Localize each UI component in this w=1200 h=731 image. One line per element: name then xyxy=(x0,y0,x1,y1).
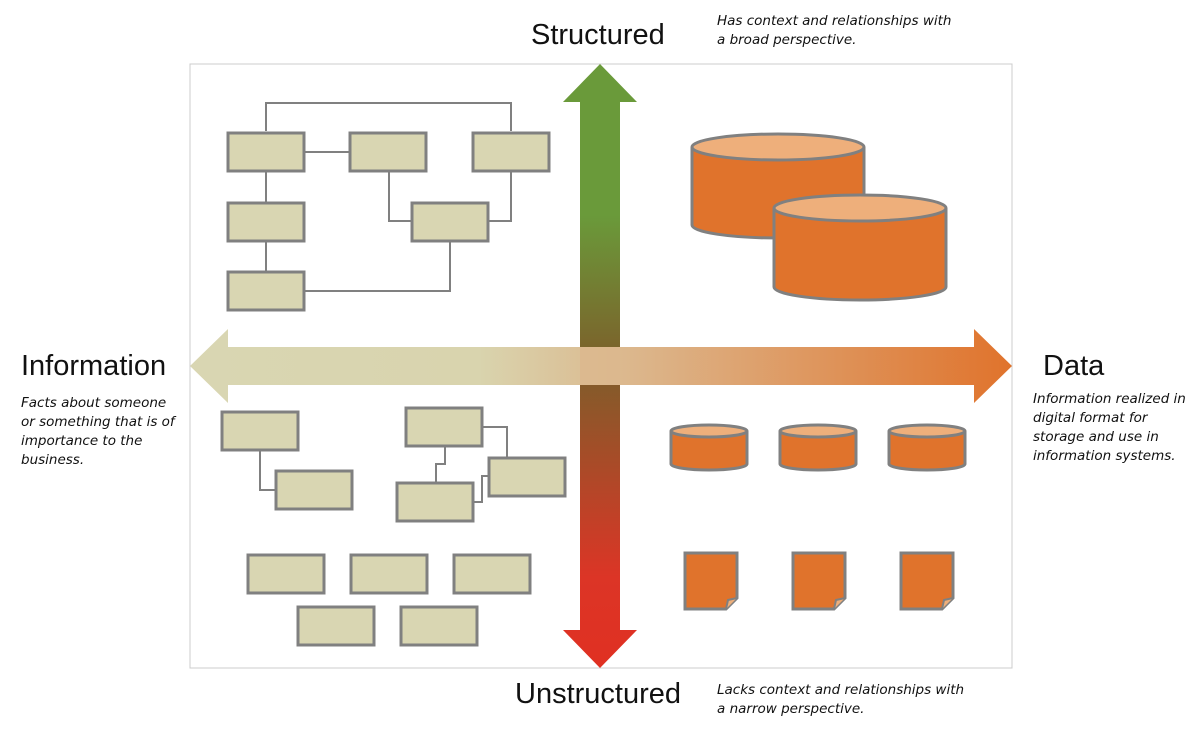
node-box xyxy=(399,605,479,647)
description-line: or something that is of xyxy=(21,414,175,430)
database-icon xyxy=(778,423,858,472)
node-box xyxy=(471,131,551,173)
node-box xyxy=(348,131,428,173)
data-description: Information realized in digital format f… xyxy=(1033,390,1186,466)
description-line: storage and use in xyxy=(1033,429,1159,445)
unstructured-description: Lacks context and relationships with a n… xyxy=(717,681,964,719)
node-box xyxy=(220,410,300,452)
database-icon xyxy=(669,423,749,472)
axis-intersection xyxy=(580,347,620,385)
structured-description: Has context and relationships with a bro… xyxy=(717,12,951,50)
description-line: importance to the xyxy=(21,433,143,449)
database-icon xyxy=(887,423,967,472)
description-line: a narrow perspective. xyxy=(717,701,865,717)
structured-label: Structured xyxy=(531,19,665,51)
description-line: information systems. xyxy=(1033,448,1176,464)
node-box xyxy=(246,553,326,595)
unstructured-boxes xyxy=(220,406,567,647)
node-box xyxy=(226,270,306,312)
node-box xyxy=(410,201,490,243)
node-box xyxy=(452,553,532,595)
description-line: business. xyxy=(21,452,85,468)
unstructured-data-graphic xyxy=(669,423,967,611)
database-icon xyxy=(772,193,948,302)
node-box xyxy=(395,481,475,523)
description-line: a broad perspective. xyxy=(717,32,857,48)
node-box xyxy=(349,553,429,595)
structured-data-graphic xyxy=(690,132,948,302)
description-line: Facts about someone xyxy=(21,395,167,411)
information-label: Information xyxy=(21,350,167,382)
node-box xyxy=(226,131,306,173)
description-line: Has context and relationships with xyxy=(717,13,952,29)
node-box xyxy=(296,605,376,647)
node-box xyxy=(274,469,354,511)
data-label: Data xyxy=(1043,350,1105,382)
node-box xyxy=(487,456,567,498)
structured-boxes xyxy=(226,131,551,312)
description-line: digital format for xyxy=(1033,410,1148,426)
description-line: Lacks context and relationships with xyxy=(717,682,965,698)
information-description: Facts about someone or something that is… xyxy=(21,394,175,470)
structured-information-graphic xyxy=(265,102,512,292)
description-line: Information realized in xyxy=(1033,391,1186,407)
unstructured-information-graphic xyxy=(259,426,508,503)
node-box xyxy=(404,406,484,448)
unstructured-label: Unstructured xyxy=(515,678,682,710)
node-box xyxy=(226,201,306,243)
